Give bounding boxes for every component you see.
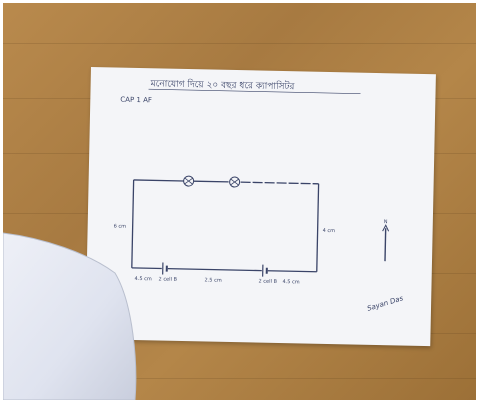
- north-marker: N: [384, 219, 388, 225]
- wire-top-left: [133, 179, 184, 182]
- bulb-1: [183, 175, 195, 187]
- wire-bottom-left: [131, 267, 162, 270]
- sheet-subheading: CAP 1 AF: [120, 96, 152, 105]
- label-left-side: 6 cm: [114, 224, 127, 230]
- bottom-label-4: 4.5 cm: [282, 279, 299, 285]
- cell-label-2: 2 cell B: [258, 279, 277, 285]
- circuit-diagram: মনোযোগ দিয়ে ২০ বছর ধরে ক্যাপাসিটর CAP 1…: [114, 77, 405, 313]
- north-arrow: [382, 224, 390, 262]
- label-right-side: 4 cm: [323, 228, 336, 234]
- wire-left: [131, 179, 135, 268]
- wire-right: [316, 183, 320, 272]
- bottom-label-1: 4.5 cm: [135, 276, 152, 282]
- wire-top-mid: [193, 180, 229, 183]
- cell-1: [162, 262, 168, 275]
- sheet-heading: মনোযোগ দিয়ে ২০ বছর ধরে ক্যাপাসিটর: [150, 77, 296, 92]
- wire-bottom-mid: [167, 268, 262, 272]
- bottom-label-2: 2.5 cm: [204, 277, 221, 283]
- cell-2: [262, 264, 268, 277]
- wire-bottom-right: [267, 270, 317, 273]
- paper-sheet: মনোযোগ দিয়ে ২০ বছর ধরে ক্যাপাসিটর CAP 1…: [85, 67, 436, 347]
- bulb-2: [229, 176, 241, 188]
- cell-label-1: 2 cell B: [159, 276, 178, 282]
- wire-top-right: [240, 181, 319, 185]
- heading-underline: [148, 88, 361, 94]
- photo: মনোযোগ দিয়ে ২০ বছর ধরে ক্যাপাসিটর CAP 1…: [3, 3, 476, 400]
- page-curl: [3, 232, 137, 400]
